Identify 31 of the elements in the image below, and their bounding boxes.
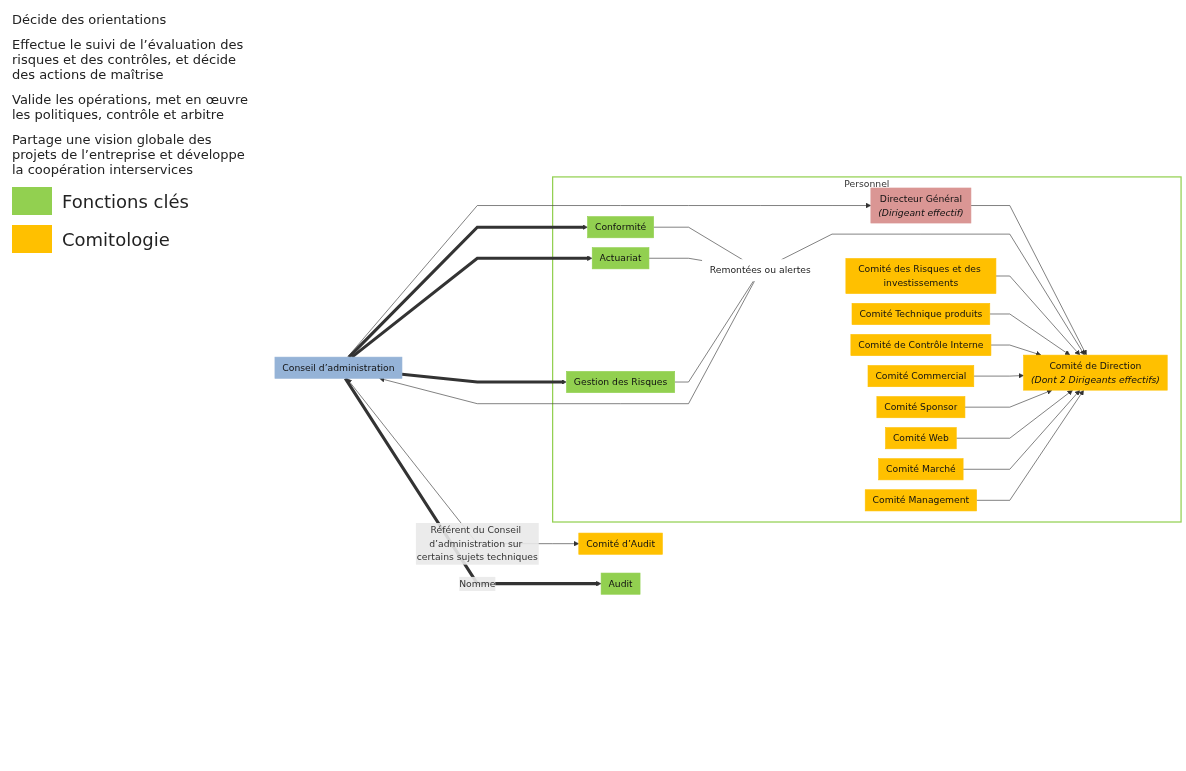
edge-label: Référent du Conseil d’administration sur certains sujets techniques xyxy=(416,524,538,563)
node-box: Comité Management xyxy=(864,489,977,512)
node-box: Gestion des Risques xyxy=(566,371,675,393)
connector xyxy=(648,257,703,261)
node-box: Conformité xyxy=(587,216,654,238)
connector xyxy=(674,280,754,383)
node-box: Audit xyxy=(600,572,641,595)
node-box: Comité des Risques et des investissements xyxy=(845,258,997,294)
note: Effectue le suivi de l’évaluation des risques et des contrôles, et décide des actions de maîtrise xyxy=(12,37,245,82)
legend-label: Comitologie xyxy=(62,228,170,250)
edge-label: Nomme xyxy=(459,577,496,589)
node-text: Remontées ou alertes xyxy=(709,264,811,276)
node-box: Comité Sponsor xyxy=(876,396,966,418)
note: Décide des orientations xyxy=(12,12,168,27)
node-box: Conseil d’administration xyxy=(274,356,403,379)
note: Partage une vision globale des projets de l’entreprise et développe la coopération interservices xyxy=(12,132,246,177)
note: Valide les opérations, met en œuvre les politiques, contrôle et arbitre xyxy=(12,92,249,122)
node-box: Directeur Général (Dirigeant effectif) xyxy=(870,187,972,224)
arrow xyxy=(347,224,588,359)
node-box: Comité Commercial xyxy=(867,365,975,387)
legend-label: Fonctions clés xyxy=(62,190,189,212)
connector xyxy=(653,226,743,260)
node-box: Comité Marché xyxy=(878,458,964,481)
node-box: Comité Web xyxy=(885,427,957,450)
arrow xyxy=(350,255,593,359)
arrow xyxy=(401,372,567,385)
node-box: Comité de Contrôle Interne xyxy=(850,334,992,356)
node-box: Actuariat xyxy=(591,247,650,270)
node-box: Comité Technique produits xyxy=(851,302,991,325)
node-box: Comité d’Audit xyxy=(578,532,663,555)
node-box: Comité de Direction (Dont 2 Dirigeants effectifs) xyxy=(1023,354,1168,391)
